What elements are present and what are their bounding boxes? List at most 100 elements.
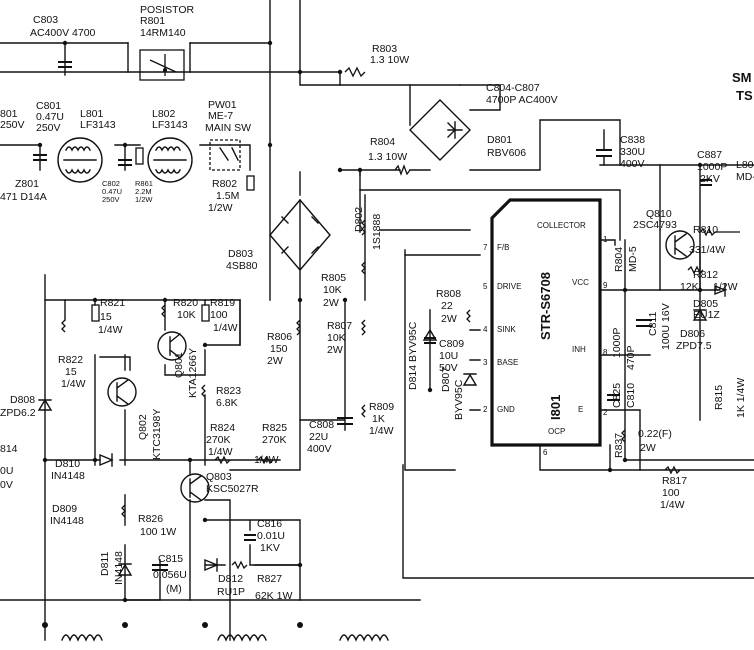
r827-resistor xyxy=(231,560,248,570)
label-c811_val: 100U 16V xyxy=(660,303,672,350)
c808-capacitor xyxy=(337,417,353,425)
label-c808_v1: 22U xyxy=(309,431,328,443)
bottom-coils xyxy=(42,622,389,642)
label-r823_val: 6.8K xyxy=(216,397,238,409)
label-r817_ref: R817 xyxy=(662,475,687,487)
label-c816_ref: C816 xyxy=(257,518,282,530)
ic-pinnum-1: 1 xyxy=(603,235,608,244)
label-c816_v1: 0.01U xyxy=(257,530,285,542)
label-r809_ref: R809 xyxy=(369,401,394,413)
label-c811_ref: C811 xyxy=(647,312,659,336)
d806-zener xyxy=(692,308,708,321)
r819-resistor xyxy=(201,304,210,322)
c815-capacitor xyxy=(152,564,168,571)
label-r807_ref: R807 xyxy=(327,320,352,332)
label-d811_val: IN4148 xyxy=(113,551,125,585)
ic-pinnum-5: 5 xyxy=(483,282,488,291)
label-c802_v2: 250V xyxy=(102,195,120,204)
d808-zener xyxy=(37,398,53,411)
label-c838_ref: C838 xyxy=(620,134,645,146)
label-c887_v2: 2KV xyxy=(700,173,720,185)
label-posistor: POSISTOR xyxy=(140,4,194,16)
q802-transistor xyxy=(107,377,137,407)
q801-transistor xyxy=(157,331,187,361)
ic-part: STR-S6708 xyxy=(538,272,553,340)
c825-capacitor xyxy=(607,394,620,401)
r805-resistor xyxy=(361,219,366,236)
r801-posistor xyxy=(139,49,185,81)
label-r821_ref: R821 xyxy=(100,297,125,309)
c887-capacitor xyxy=(700,179,712,186)
label-r825_v1: 270K xyxy=(262,434,287,446)
label-r805_v2: 2W xyxy=(323,297,339,309)
label-c802_ref: C802 xyxy=(102,179,120,188)
label-r820_val: 10K xyxy=(177,309,196,321)
r812-resistor xyxy=(687,265,704,275)
d812-diode xyxy=(204,558,219,572)
label-c825_ref: C825 xyxy=(611,383,623,408)
label-l801_ref: L801 xyxy=(80,108,104,120)
label-d801_ref: D801 xyxy=(487,134,512,146)
label-r808_v1: 22 xyxy=(441,300,453,312)
ic-pin-sink: SINK xyxy=(497,325,516,334)
label-d814_ref: D814 BYV95C xyxy=(407,321,419,390)
d814-diode xyxy=(422,328,438,341)
l801-inductor xyxy=(57,137,103,183)
label-r807_v1: 10K xyxy=(327,332,346,344)
label-d809_ref: D809 xyxy=(52,503,77,515)
label-r817_v2: 1/4W xyxy=(660,499,685,511)
ic-pin-collector: COLLECTOR xyxy=(537,221,586,230)
label-d802_ref: D802 xyxy=(353,207,365,232)
i801-ic-labels: I801 STR-S6708 COLLECTOR F/B DRIVE SINK … xyxy=(483,221,608,457)
label-c809_v2: 50V xyxy=(439,362,458,374)
r817-resistor xyxy=(664,465,681,475)
component-labels: C803 AC400V 4700 POSISTOR R801 14RM140 R… xyxy=(0,4,754,602)
c816-capacitor xyxy=(244,534,256,541)
label-r812_w: 1/2W xyxy=(713,281,738,293)
ic-pin-e: E xyxy=(578,405,583,414)
label-r819_v2: 1/4W xyxy=(213,322,238,334)
label-left_0v: 0V xyxy=(0,479,13,491)
junction-dots xyxy=(37,40,703,603)
label-r812_ref: R812 xyxy=(693,269,718,281)
label-c809_ref: C809 xyxy=(439,338,464,350)
ic-pin-vcc: VCC xyxy=(572,278,589,287)
label-c838_v2: 400V xyxy=(620,158,645,170)
label-r824_v2: 1/4W xyxy=(208,446,233,458)
label-r815_ref: R815 xyxy=(713,385,725,410)
label-c810_ref: C810 xyxy=(625,383,637,408)
d811-diode xyxy=(117,563,133,576)
label-r804b_ref: R804 xyxy=(613,247,625,272)
label-d809_val: IN4148 xyxy=(50,515,84,527)
r808-resistor xyxy=(466,309,471,323)
label-l801_val: LF3143 xyxy=(80,119,116,131)
label-left_cut1: 801 xyxy=(0,108,18,120)
label-r804b_val: MD-5 xyxy=(627,246,639,272)
label-d806_val: ZPD7.5 xyxy=(676,340,712,352)
r821-resistor xyxy=(91,304,100,322)
label-pw01_ref: PW01 xyxy=(208,99,237,111)
label-md_cut: MD- xyxy=(736,171,754,183)
label-r809_v2: 1/4W xyxy=(369,425,394,437)
i801-ic-body xyxy=(490,198,602,447)
r824-resistor xyxy=(214,455,231,465)
label-r804_ref: R804 xyxy=(370,136,395,148)
r861-resistor xyxy=(135,147,144,165)
label-r819_v1: 100 xyxy=(210,309,228,321)
label-left_0u: 0U xyxy=(0,465,13,477)
ic-pin-ocp: OCP xyxy=(548,427,565,436)
d802-diode xyxy=(361,261,366,275)
label-d803_ref: D803 xyxy=(228,248,253,260)
ic-pinnum-2b: 2 xyxy=(603,408,608,417)
label-c801_v1: 0.47U xyxy=(36,111,64,123)
label-q803_val: KSC5027R xyxy=(206,483,259,495)
pw01-switch xyxy=(209,139,241,171)
ic-pinnum-2: 2 xyxy=(483,405,488,414)
label-d801_val: RBV606 xyxy=(487,147,526,159)
label-c803_val: AC400V 4700 xyxy=(30,27,96,39)
label-q801_ref: Q801 xyxy=(173,352,185,378)
label-c810_val: 470P xyxy=(625,345,637,370)
label-q802_val: KTC3198Y xyxy=(151,409,163,460)
label-q803_ref: Q803 xyxy=(206,471,232,483)
label-d814_left_cut: 814 xyxy=(0,443,18,455)
